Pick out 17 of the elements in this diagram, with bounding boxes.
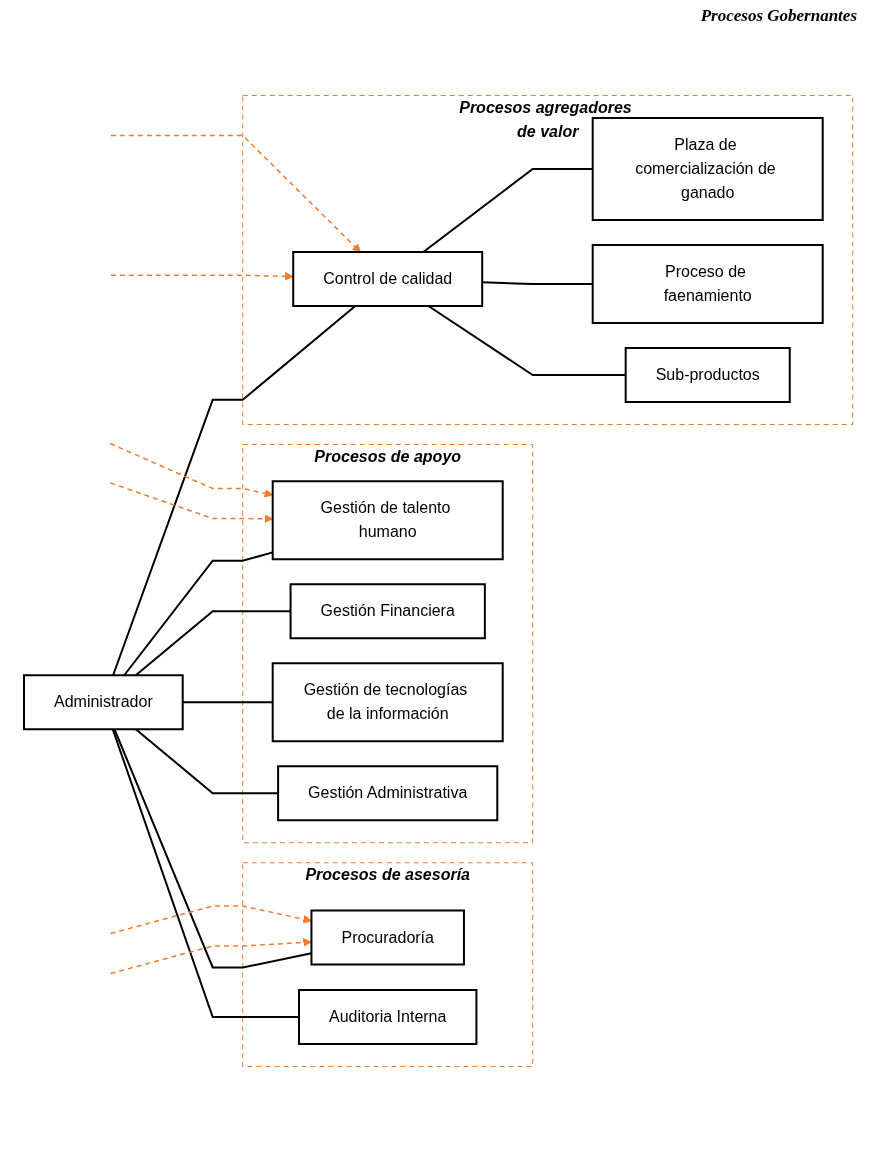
node-box: Auditoria Interna	[298, 989, 478, 1045]
node-box: Procuradoría	[310, 909, 466, 966]
group-label: Procesos Gobernantes	[699, 6, 857, 26]
arrow	[110, 938, 312, 975]
node-box: Gestión Administrativa	[277, 765, 499, 822]
node-box: Gestión Financiera	[289, 583, 486, 640]
arrow	[110, 271, 294, 281]
node-box: Plaza de comercialización de ganado	[591, 117, 824, 221]
node-box: Control de calidad	[292, 251, 484, 307]
arrow	[110, 905, 312, 935]
arrow	[110, 134, 361, 253]
connector	[112, 305, 357, 677]
node-box: Administrador	[23, 674, 184, 731]
node-box: Sub-productos	[624, 347, 791, 403]
node-box: Gestión de talento humano	[271, 480, 504, 561]
node-box: Proceso de faenamiento	[591, 244, 824, 324]
node-box: Gestión de tecnologías de la información	[271, 662, 504, 743]
